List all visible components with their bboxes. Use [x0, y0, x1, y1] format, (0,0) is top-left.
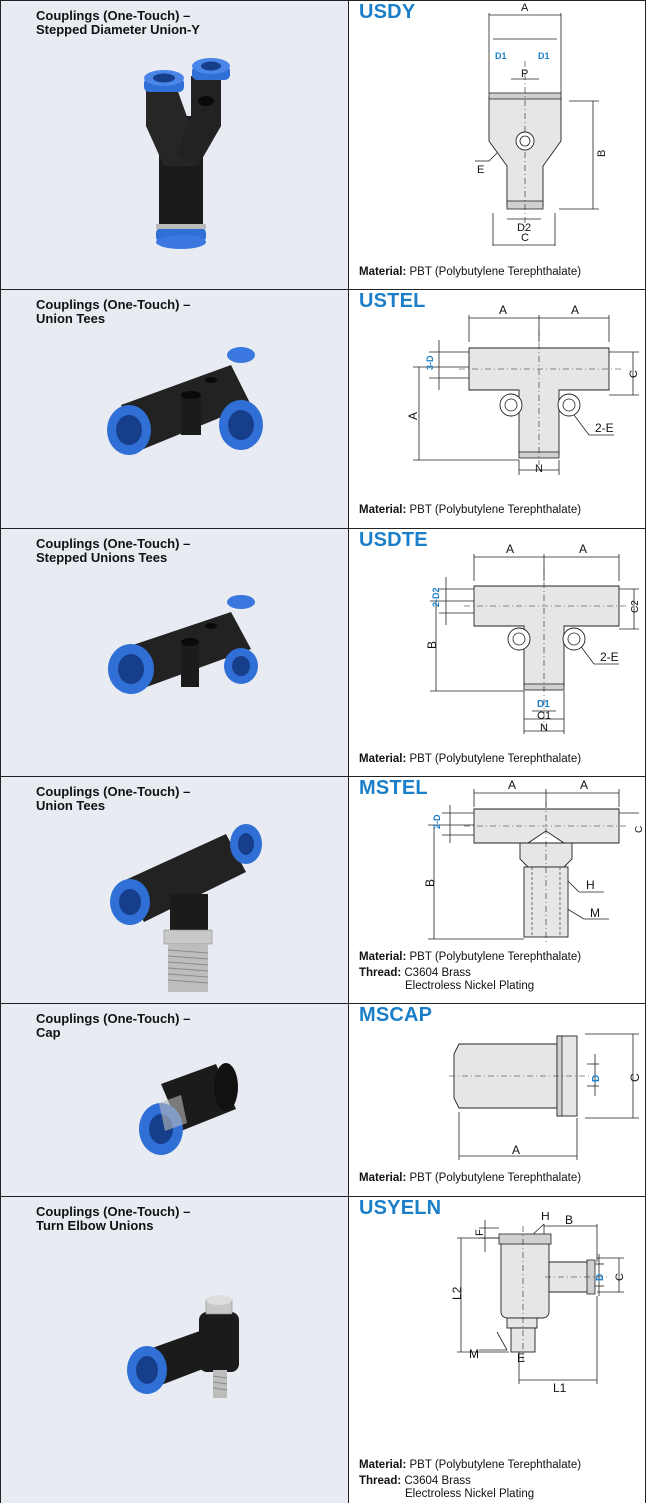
ustel-dimension-drawing: A A 3-D C A 2-E N [406, 303, 640, 475]
material-spec: Material: PBT (Polybutylene Terephthalat… [359, 504, 582, 516]
dim-label-d2: D2 [517, 222, 531, 234]
thread-spec: Thread: C3604 Brass Electroless Nickel P… [359, 1475, 535, 1500]
product-row-usyeln: Couplings (One-Touch) – Turn Elbow Union… [0, 1197, 646, 1503]
dim-label-a1: A [508, 778, 516, 792]
product-title: Couplings (One-Touch) – Union Tees [36, 784, 191, 813]
product-row-ustel: Couplings (One-Touch) – Union Tees USTEL [0, 290, 646, 529]
product-row-mstel: Couplings (One-Touch) – Union Tees MSTEL [0, 777, 646, 1004]
material-spec: Material: PBT (Polybutylene Terephthalat… [359, 753, 582, 765]
usyeln-photo-image [127, 1295, 239, 1398]
dim-label-l2: L2 [450, 1286, 464, 1300]
product-code: USDY [359, 1, 416, 23]
dim-label-c: C [634, 826, 644, 833]
product-title: Couplings (One-Touch) – Turn Elbow Union… [36, 1204, 191, 1233]
dim-label-l1: L1 [553, 1381, 567, 1395]
dim-label-c2: C2 [630, 600, 641, 613]
product-photo-panel: Couplings (One-Touch) – Stepped Diameter… [0, 1, 349, 289]
dim-label-n: N [540, 722, 548, 734]
product-row-usdy: Couplings (One-Touch) – Stepped Diameter… [0, 0, 646, 290]
product-spec-panel: MSCAP D C A Material: PBT ( [349, 1004, 646, 1196]
product-title: Couplings (One-Touch) – Cap [36, 1011, 191, 1040]
dim-label-n: N [535, 463, 543, 475]
mscap-photo-image [139, 1063, 238, 1155]
dim-label-b: B [565, 1213, 573, 1227]
dim-label-d: D [591, 1075, 602, 1082]
dim-label-a: A [521, 2, 529, 14]
usyeln-dimension-drawing: F H B L2 D C M E L1 [450, 1212, 626, 1395]
product-code: MSTEL [359, 777, 428, 799]
dim-label-a2: A [580, 778, 588, 792]
dim-label-c1: C1 [537, 710, 551, 722]
product-spec-panel: USTEL [349, 290, 646, 528]
dim-label-b: B [425, 641, 439, 649]
dim-label-b: B [596, 150, 608, 157]
dim-label-h: H [541, 1212, 550, 1223]
material-spec: Material: PBT (Polybutylene Terephthalat… [359, 951, 582, 963]
dim-label-d: D [595, 1274, 606, 1281]
product-photo-panel: Couplings (One-Touch) – Union Tees [0, 290, 349, 528]
dim-label-e: E [517, 1351, 525, 1365]
dim-label-a3: A [406, 412, 420, 420]
product-code: USTEL [359, 290, 426, 312]
usdy-dimension-drawing: A D1 D1 P B E D2 C [475, 2, 608, 246]
thread-spec: Thread: C3604 Brass Electroless Nickel P… [359, 967, 535, 992]
material-spec: Material: PBT (Polybutylene Terephthalat… [359, 1459, 582, 1471]
usdte-dimension-drawing: A A 2-D2 C2 B 2-E D1 C1 N [425, 542, 641, 734]
product-title: Couplings (One-Touch) – Stepped Diameter… [36, 8, 200, 37]
dim-label-a: A [512, 1143, 520, 1157]
mscap-dimension-drawing: D C A [449, 1033, 642, 1160]
dim-label-c: C [628, 370, 640, 378]
product-code: USYELN [359, 1197, 442, 1219]
dim-label-2d2: 2-D2 [431, 587, 441, 607]
dim-label-a2: A [571, 303, 579, 317]
usdte-photo-image [108, 595, 258, 694]
product-photo-panel: Couplings (One-Touch) – Cap [0, 1004, 349, 1196]
product-row-mscap: Couplings (One-Touch) – Cap MSCAP [0, 1004, 646, 1197]
product-photo-panel: Couplings (One-Touch) – Stepped Unions T… [0, 529, 349, 776]
product-spec-panel: USDY [349, 1, 646, 289]
product-spec-panel: USYELN [349, 1197, 646, 1503]
product-spec-panel: USDTE [349, 529, 646, 776]
dim-label-e: E [477, 164, 484, 176]
dim-label-c: C [521, 232, 529, 244]
product-code: MSCAP [359, 1004, 433, 1026]
product-title: Couplings (One-Touch) – Union Tees [36, 297, 191, 326]
dim-label-h: H [586, 878, 595, 892]
dim-label-p: P [521, 68, 528, 80]
dim-label-m: M [590, 906, 600, 920]
dim-label-2d: 2-D [432, 814, 442, 829]
product-row-usdte: Couplings (One-Touch) – Stepped Unions T… [0, 529, 646, 777]
mstel-dimension-drawing: A A 2-D C B H M [424, 778, 644, 945]
dim-label-a1: A [499, 303, 507, 317]
product-title: Couplings (One-Touch) – Stepped Unions T… [36, 536, 191, 565]
dim-label-c: C [628, 1073, 642, 1082]
dim-label-c: C [614, 1273, 626, 1281]
mstel-photo-image [110, 824, 262, 992]
dim-label-d1: D1 [495, 51, 507, 61]
dim-label-d1: D1 [537, 699, 550, 710]
product-photo-panel: Couplings (One-Touch) – Turn Elbow Union… [0, 1197, 349, 1503]
ustel-photo-image [107, 347, 263, 455]
product-code: USDTE [359, 529, 428, 551]
dim-label-b: B [424, 879, 437, 887]
dim-label-f: F [474, 1229, 486, 1236]
dim-label-3d: 3-D [425, 355, 435, 370]
dim-label-m: M [469, 1347, 479, 1361]
dim-label-2e: 2-E [600, 650, 619, 664]
usdy-photo-image [144, 58, 230, 249]
dim-label-d1b: D1 [538, 51, 550, 61]
dim-label-a1: A [506, 542, 514, 556]
dim-label-a2: A [579, 542, 587, 556]
material-spec: Material: PBT (Polybutylene Terephthalat… [359, 266, 582, 278]
material-spec: Material: PBT (Polybutylene Terephthalat… [359, 1172, 582, 1184]
product-spec-panel: MSTEL A [349, 777, 646, 1003]
product-photo-panel: Couplings (One-Touch) – Union Tees [0, 777, 349, 1003]
dim-label-2e: 2-E [595, 421, 614, 435]
